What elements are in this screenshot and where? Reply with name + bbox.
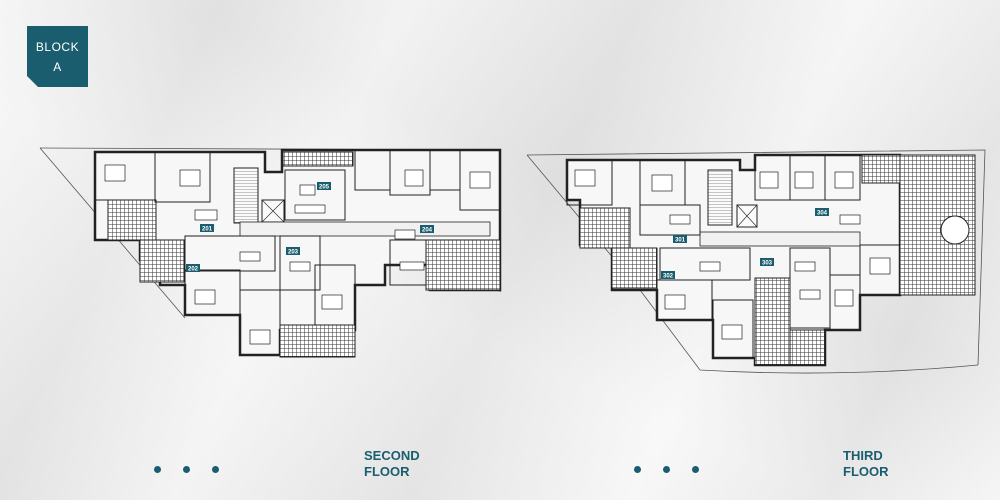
second-floor-title-line2: FLOOR [364,464,410,479]
unit-tag-204[interactable]: 204 [420,225,434,234]
unit-tag-301[interactable]: 301 [673,235,687,244]
svg-text:301: 301 [675,238,686,244]
svg-text:302: 302 [663,274,674,280]
block-badge-line1: BLOCK [35,39,80,54]
third-floor-plan [526,149,986,374]
second-floor-title: SECOND FLOOR [364,448,420,480]
unit-tag-304[interactable]: 304 [815,208,829,217]
dot [212,466,219,473]
unit-tag-201[interactable]: 201 [200,224,214,233]
svg-text:304: 304 [817,211,828,217]
second-floor-title-line1: SECOND [364,448,420,463]
unit-tag-205[interactable]: 205 [317,182,331,191]
svg-text:303: 303 [762,261,773,267]
svg-text:201: 201 [202,227,213,233]
third-floor-title-line1: THIRD [843,448,883,463]
unit-tag-203[interactable]: 203 [286,247,300,256]
svg-text:203: 203 [288,250,299,256]
svg-text:204: 204 [422,228,433,234]
block-badge: BLOCK A [27,26,88,87]
third-floor-unit-tags: 301 302 303 304 [661,208,829,280]
second-floor-plan [39,147,502,358]
third-floor-dots [634,466,699,473]
second-floor-unit-tags: 201 202 203 204 205 [186,182,434,273]
dot [634,466,641,473]
dot [183,466,190,473]
svg-text:202: 202 [188,267,199,273]
dot [692,466,699,473]
block-badge-line2: A [53,59,62,74]
second-floor-dots [154,466,219,473]
unit-tag-303[interactable]: 303 [760,258,774,267]
unit-tag-302[interactable]: 302 [661,271,675,280]
svg-text:205: 205 [319,185,330,191]
dot [154,466,161,473]
third-floor-title: THIRD FLOOR [843,448,889,480]
dot [663,466,670,473]
third-floor-title-line2: FLOOR [843,464,889,479]
unit-tag-202[interactable]: 202 [186,264,200,273]
